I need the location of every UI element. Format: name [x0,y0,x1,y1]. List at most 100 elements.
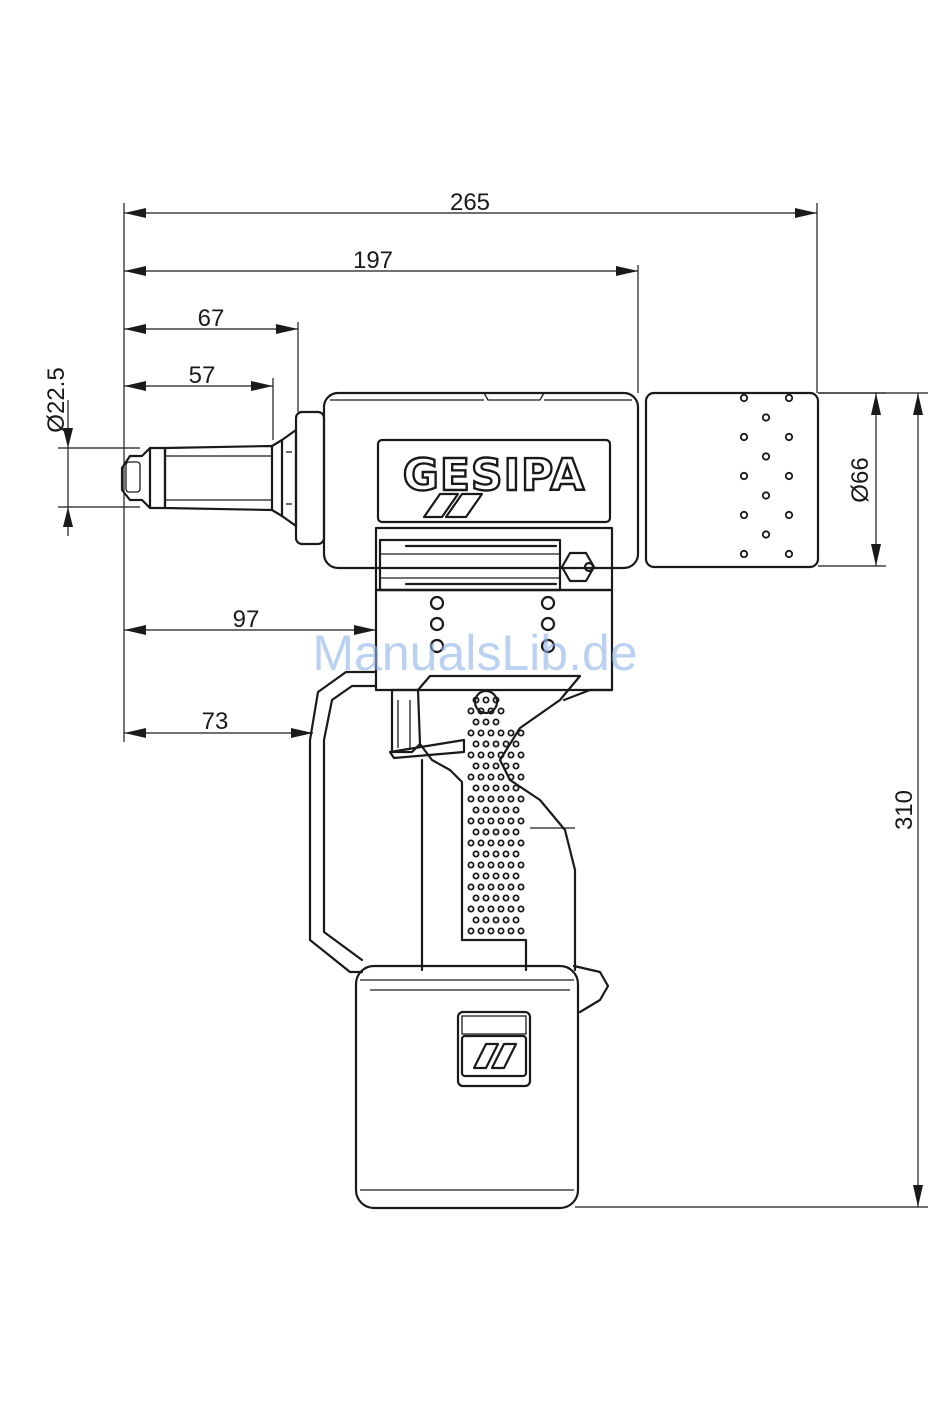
grip-dot [483,917,488,922]
grip-dot [518,862,523,867]
grip-dot [503,895,508,900]
grip-dot [473,917,478,922]
vent-dot [741,512,747,518]
grip-dot [488,906,493,911]
grip-dot [473,763,478,768]
grip-dot [508,906,513,911]
grip-dot [488,840,493,845]
grip-dot [513,807,518,812]
grip-dot [498,730,503,735]
grip-dot [513,785,518,790]
grip-dot [493,917,498,922]
vent-dot [763,414,769,420]
grip-dot [483,807,488,812]
vent-dot [786,473,792,479]
battery-double-slash-logo-icon [462,1036,526,1076]
grip-dot [478,730,483,735]
handle-grip-dots [468,697,523,933]
grip-dot [478,906,483,911]
rivet-tool: GESIPA [122,393,818,1208]
grip-dot [503,763,508,768]
vent-dot [786,512,792,518]
grip-dot [498,862,503,867]
trigger [390,690,464,758]
grip-dot [513,763,518,768]
handle-grip [418,676,612,970]
grip-dot [518,818,523,823]
dim-310-label: 310 [891,790,918,830]
grip-dot [468,796,473,801]
grip-dot [473,719,478,724]
grip-dot [473,829,478,834]
grip-dot [488,730,493,735]
grip-dot [498,708,503,713]
dim-73-label: 73 [202,708,229,735]
grip-dot [508,818,513,823]
grip-dot [498,818,503,823]
grip-dot [503,741,508,746]
grip-dot [468,818,473,823]
grip-dot [503,851,508,856]
grip-dot [473,807,478,812]
watermark: ManualsLib.de [312,625,637,681]
grip-dot [488,774,493,779]
grip-dot [478,884,483,889]
grip-dot [483,785,488,790]
vent-dot [763,453,769,459]
grip-dot [508,884,513,889]
battery-pack [356,966,608,1208]
grip-dot [468,730,473,735]
grip-dot [473,741,478,746]
brand-name: GESIPA [403,450,586,501]
grip-dot [478,774,483,779]
grip-dot [508,928,513,933]
vent-dot [741,473,747,479]
grip-dot [473,895,478,900]
dim-57-label: 57 [189,362,216,389]
grip-dot [513,741,518,746]
motor-cap [646,393,818,567]
dim-motor-diameter-label: Ø66 [847,457,874,502]
grip-dot [518,796,523,801]
vent-dot [786,434,792,440]
grip-dot [468,752,473,757]
grip-dot [473,785,478,790]
grip-dot [513,829,518,834]
grip-dot [508,862,513,867]
vent-dot [763,492,769,498]
vent-dot [786,395,792,401]
grip-dot [468,884,473,889]
grip-dot [473,851,478,856]
grip-dot [513,917,518,922]
grip-dot [513,895,518,900]
grip-dot [503,807,508,812]
grip-dot [508,796,513,801]
grip-dot [478,796,483,801]
grip-dot [483,697,488,702]
grip-dot [483,719,488,724]
grip-dot [483,763,488,768]
grip-dot [498,752,503,757]
grip-dot [498,840,503,845]
grip-dot [468,840,473,845]
grip-dot [488,862,493,867]
grip-dot [493,829,498,834]
grip-dot [498,884,503,889]
grip-dot [518,730,523,735]
nose-piece [122,412,324,544]
vent-dot [763,531,769,537]
motor-vent-dots [741,395,792,557]
grip-dot [518,884,523,889]
vent-dot [741,395,747,401]
grip-dot [493,873,498,878]
grip-dot [493,851,498,856]
grip-dot [478,752,483,757]
grip-dot [513,873,518,878]
grip-dot [473,873,478,878]
dim-nose-diameter-label: Ø22.5 [43,367,70,432]
cylinder-housing: GESIPA [324,393,638,568]
grip-dot [478,840,483,845]
hand-guard [310,672,376,972]
grip-dot [488,818,493,823]
